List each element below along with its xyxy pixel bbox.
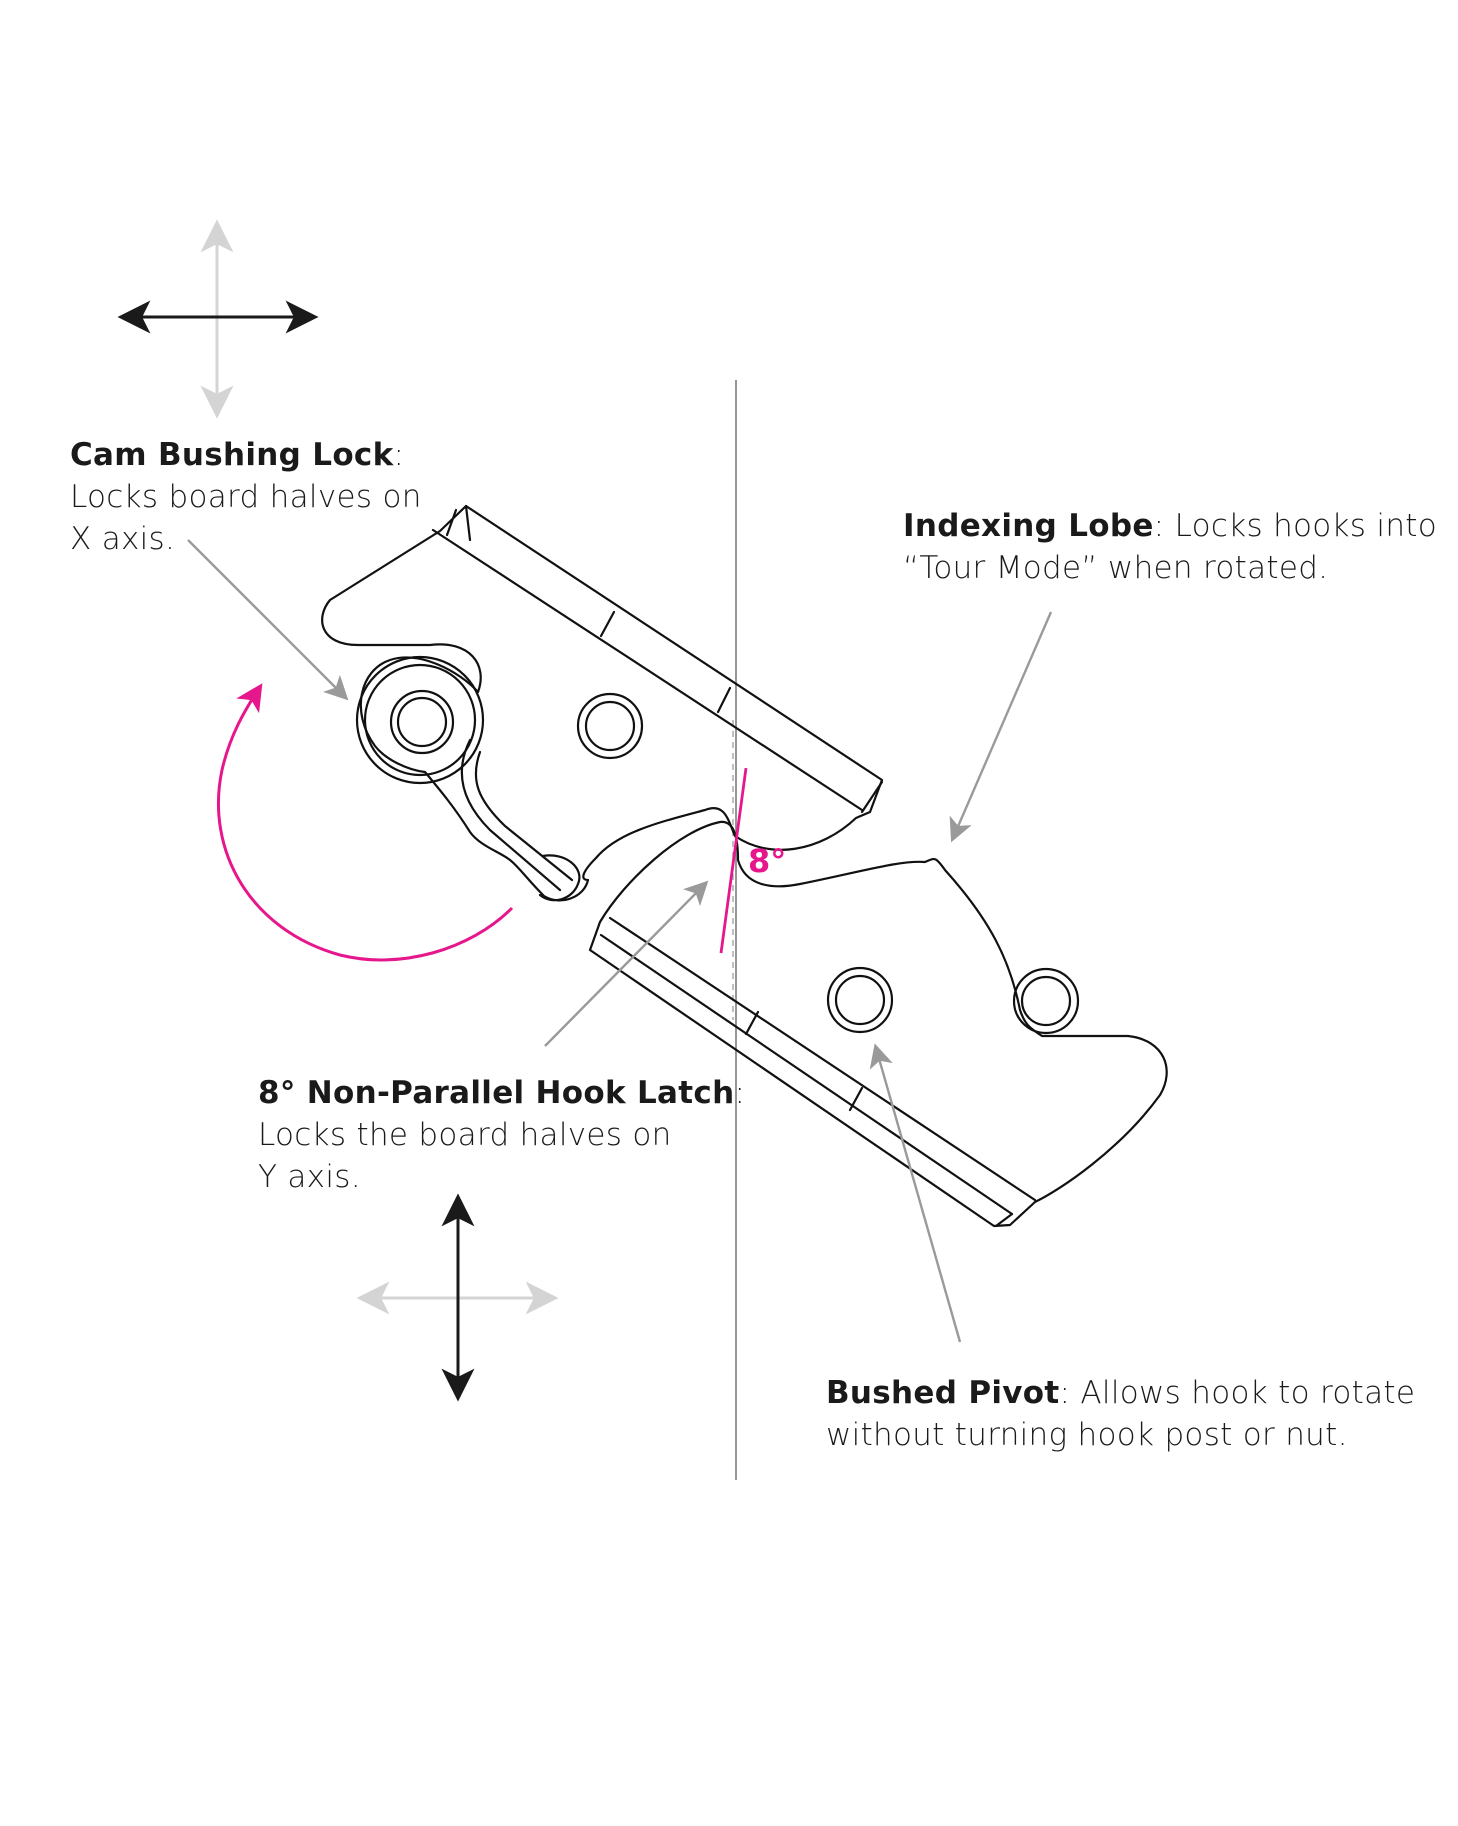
y-axis-indicator <box>356 1193 559 1402</box>
lower-rail-line-2 <box>599 933 1014 1216</box>
lower-hook <box>588 820 1168 1228</box>
indexing-lobe-leader <box>949 611 1053 843</box>
lower-rail-line-1 <box>608 916 1037 1202</box>
callout-hook-latch: 8° Non-Parallel Hook Latch: Locks the bo… <box>258 1072 745 1198</box>
upper-rail-line-3 <box>445 508 458 537</box>
callout-indexing-lobe: Indexing Lobe: Locks hooks into “Tour Mo… <box>903 505 1437 589</box>
bushed-pivot-inner <box>834 974 886 1026</box>
indexing-hole-inner <box>1020 975 1072 1027</box>
callout-text: Locks the board halves on <box>258 1117 672 1153</box>
lower-rail-segment-2 <box>848 1086 864 1112</box>
callout-text: “Tour Mode” when rotated. <box>903 550 1329 586</box>
cam-lever-tip <box>538 854 581 902</box>
lower-rail-segment-1 <box>744 1010 760 1036</box>
callout-text: X axis. <box>70 521 176 557</box>
angle-label: 8° <box>748 842 787 880</box>
lower-hook-outline <box>588 820 1168 1228</box>
callout-text: Allows hook to rotate <box>1070 1375 1416 1411</box>
indexing-hole-outer <box>1012 967 1080 1035</box>
angle-reference-line <box>719 767 748 954</box>
rotation-arrow <box>217 683 514 962</box>
callout-text: Y axis. <box>258 1159 361 1195</box>
callout-text: Locks board halves on <box>70 479 422 515</box>
cam-lever <box>460 738 574 892</box>
cam-bushing-outer <box>355 655 485 785</box>
upper-pivot-hole-outer <box>576 692 644 760</box>
callout-text: Locks hooks into <box>1164 508 1437 544</box>
upper-hook-outline <box>321 504 884 902</box>
x-axis-indicator <box>117 219 319 419</box>
upper-hook <box>321 504 884 902</box>
bushed-pivot-leader <box>869 1043 962 1343</box>
callout-title: Bushed Pivot <box>826 1375 1060 1411</box>
hook-latch-leader <box>544 880 709 1047</box>
upper-rail-line-1 <box>431 528 864 812</box>
upper-pivot-hole-inner <box>584 700 636 752</box>
callout-title: 8° Non-Parallel Hook Latch <box>258 1075 735 1111</box>
cam-bushing-inner-ring <box>363 663 477 777</box>
cam-bushing-bolt-inner <box>396 696 448 748</box>
cam-bushing-bolt-outer <box>389 689 455 755</box>
upper-rail-line-2 <box>464 504 472 542</box>
lower-rail-end <box>994 1212 1014 1228</box>
upper-rail-end <box>860 780 884 814</box>
callout-title: Indexing Lobe <box>903 508 1154 544</box>
bushed-pivot-outer <box>826 966 894 1034</box>
callout-title: Cam Bushing Lock <box>70 437 394 473</box>
upper-rail-segment-1 <box>599 610 616 638</box>
upper-rail-segment-2 <box>716 686 732 714</box>
cam-bushing-leader <box>187 539 349 701</box>
callout-cam-bushing-lock: Cam Bushing Lock: Locks board halves on … <box>70 434 422 560</box>
callout-bushed-pivot: Bushed Pivot: Allows hook to rotate with… <box>826 1372 1415 1456</box>
callout-text: without turning hook post or nut. <box>826 1417 1348 1453</box>
